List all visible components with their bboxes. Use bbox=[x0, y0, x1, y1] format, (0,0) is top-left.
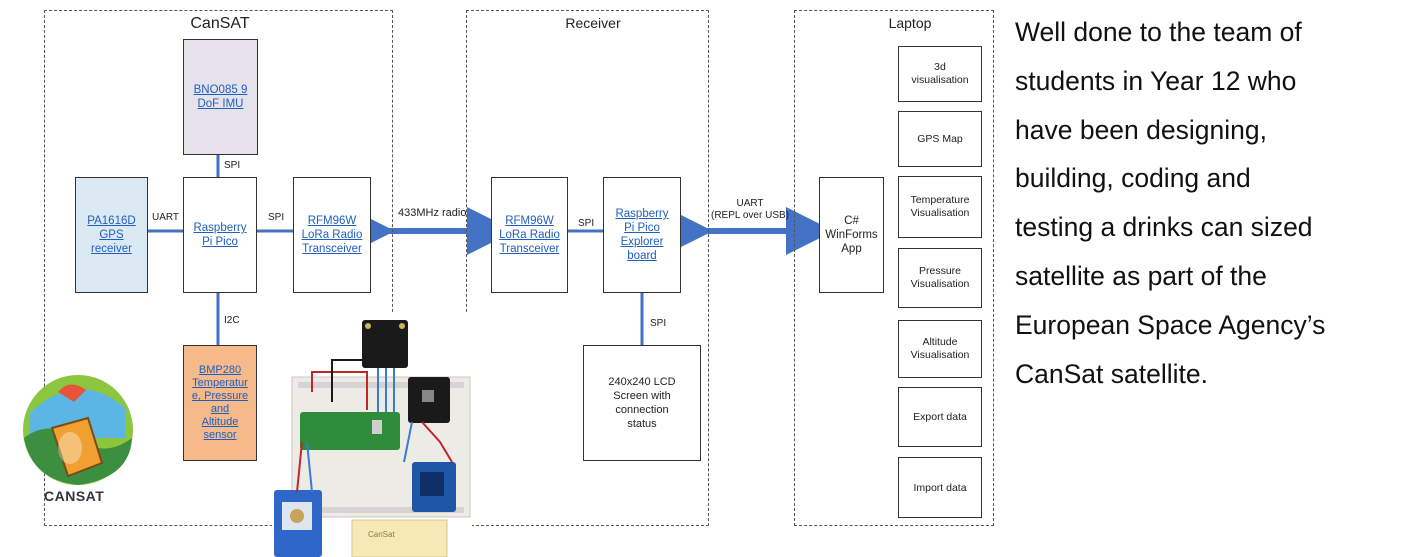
announcement-line: building, coding and bbox=[1015, 163, 1251, 194]
spi-label-imu: SPI bbox=[224, 160, 241, 171]
laptop-title: Laptop bbox=[888, 15, 932, 31]
receiver-panel bbox=[466, 10, 709, 526]
cansat-radio-box[interactable]: RFM96W LoRa Radio Transceiver bbox=[293, 177, 371, 293]
module-3d: 3d visualisation bbox=[898, 46, 982, 102]
i2c-label: I2C bbox=[224, 315, 240, 326]
lcd-label: 240x240 LCD Screen with connection statu… bbox=[608, 376, 676, 430]
imu-label[interactable]: BNO085 9 DoF IMU bbox=[193, 84, 248, 110]
announcement-text: Well done to the team of students in Yea… bbox=[1015, 8, 1410, 398]
uart-label-gps: UART bbox=[152, 212, 180, 223]
cansat-logo-icon bbox=[23, 375, 133, 485]
laptop-panel bbox=[794, 10, 994, 526]
cansat-panel bbox=[44, 10, 393, 526]
rx-radio-label[interactable]: RFM96W LoRa Radio Transceiver bbox=[499, 215, 560, 255]
cansat-title: CanSAT bbox=[190, 15, 250, 32]
announcement-line: CanSat satellite. bbox=[1015, 358, 1208, 389]
imu-box[interactable]: BNO085 9 DoF IMU bbox=[183, 39, 258, 155]
bmp-label[interactable]: BMP280 Temperatur e, Pressure and Altitu… bbox=[191, 364, 249, 441]
radio-link-label: 433MHz radio bbox=[398, 207, 467, 219]
module-pressure: Pressure Visualisation bbox=[898, 248, 982, 308]
photo-tag: CanSat bbox=[368, 530, 395, 539]
breadboard-photo: CanSat bbox=[272, 312, 472, 557]
announcement-line: Well done to the team of bbox=[1015, 17, 1302, 47]
gps-label[interactable]: PA1616D GPS receiver bbox=[87, 215, 136, 255]
cansat-radio-label[interactable]: RFM96W LoRa Radio Transceiver bbox=[301, 215, 363, 255]
announcement-line: testing a drinks can sized bbox=[1015, 212, 1313, 243]
explorer-label[interactable]: Raspberry Pi Pico Explorer board bbox=[615, 208, 669, 262]
module-import: Import data bbox=[898, 457, 982, 518]
cansat-logo-text: CANSAT bbox=[44, 488, 105, 504]
winforms-app-label: C# WinForms App bbox=[825, 215, 878, 255]
rx-radio-box[interactable]: RFM96W LoRa Radio Transceiver bbox=[491, 177, 568, 293]
uart-link-label: UART (REPL over USB) bbox=[711, 198, 789, 221]
spi-label-radio: SPI bbox=[268, 212, 285, 223]
module-altitude: Altitude Visualisation bbox=[898, 320, 982, 378]
explorer-box[interactable]: Raspberry Pi Pico Explorer board bbox=[603, 177, 681, 293]
announcement-line: students in Year 12 who bbox=[1015, 65, 1297, 96]
announcement-line: satellite as part of the bbox=[1015, 260, 1267, 291]
pico-box[interactable]: Raspberry Pi Pico bbox=[183, 177, 257, 293]
gps-box[interactable]: PA1616D GPS receiver bbox=[75, 177, 148, 293]
bmp-box[interactable]: BMP280 Temperatur e, Pressure and Altitu… bbox=[183, 345, 257, 461]
lcd-spi-label: SPI bbox=[650, 318, 667, 329]
module-gps-map: GPS Map bbox=[898, 111, 982, 167]
module-export: Export data bbox=[898, 387, 982, 447]
winforms-app-box: C# WinForms App bbox=[819, 177, 884, 293]
announcement-line: have been designing, bbox=[1015, 114, 1267, 145]
rx-spi-label: SPI bbox=[578, 218, 595, 229]
announcement-line: European Space Agency’s bbox=[1015, 309, 1326, 340]
pico-label[interactable]: Raspberry Pi Pico bbox=[193, 222, 247, 248]
breadboard-illustration bbox=[274, 320, 471, 557]
lcd-box: 240x240 LCD Screen with connection statu… bbox=[583, 345, 701, 461]
module-temperature: Temperature Visualisation bbox=[898, 176, 982, 238]
receiver-title: Receiver bbox=[565, 15, 621, 31]
